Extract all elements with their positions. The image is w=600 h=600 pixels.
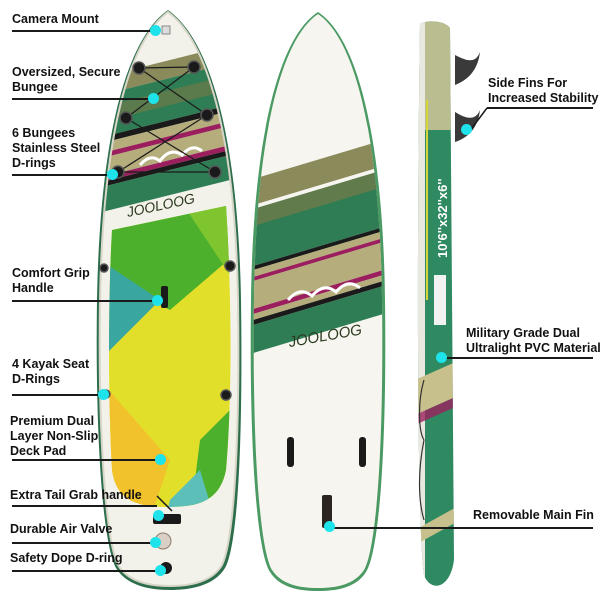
leader-line	[12, 174, 112, 176]
leader-line	[12, 300, 157, 302]
leader-line	[330, 527, 593, 529]
callout-safety-d-ring: Safety Dope D-ring	[10, 551, 123, 565]
hotspot-camera-mount[interactable]	[150, 25, 161, 36]
leader-line	[12, 542, 157, 544]
leader-line	[12, 98, 152, 100]
bottom-view-board: JOOLOOG	[250, 12, 386, 591]
leader-line	[12, 570, 160, 572]
hotspot-tail-handle[interactable]	[153, 510, 164, 521]
hotspot-main-fin[interactable]	[324, 521, 335, 532]
hotspot-deck-pad[interactable]	[155, 454, 166, 465]
leader-line	[446, 357, 593, 359]
leader-line	[12, 30, 157, 32]
hotspot-d-rings[interactable]	[107, 169, 118, 180]
callout-air-valve: Durable Air Valve	[10, 522, 113, 536]
hotspot-side-fins[interactable]	[461, 124, 472, 135]
leader-line	[12, 505, 157, 507]
leader-line	[12, 459, 160, 461]
hotspot-grip-handle[interactable]	[152, 295, 163, 306]
callout-main-fin: Removable Main Fin	[473, 508, 594, 522]
hotspot-kayak-seat[interactable]	[98, 389, 109, 400]
callout-camera-mount: Camera Mount	[12, 12, 99, 26]
callout-tail-handle: Extra Tail Grab handle	[10, 488, 142, 502]
hotspot-bungee[interactable]	[148, 93, 159, 104]
board-dimensions: 10'6''x32''x6''	[435, 179, 450, 258]
side-view-board: 10'6''x32''x6''	[417, 21, 480, 586]
hotspot-air-valve[interactable]	[150, 537, 161, 548]
leader-line	[12, 394, 104, 396]
hotspot-pvc-material[interactable]	[436, 352, 447, 363]
leader-line	[487, 107, 593, 109]
hotspot-safety-d-ring[interactable]	[155, 565, 166, 576]
